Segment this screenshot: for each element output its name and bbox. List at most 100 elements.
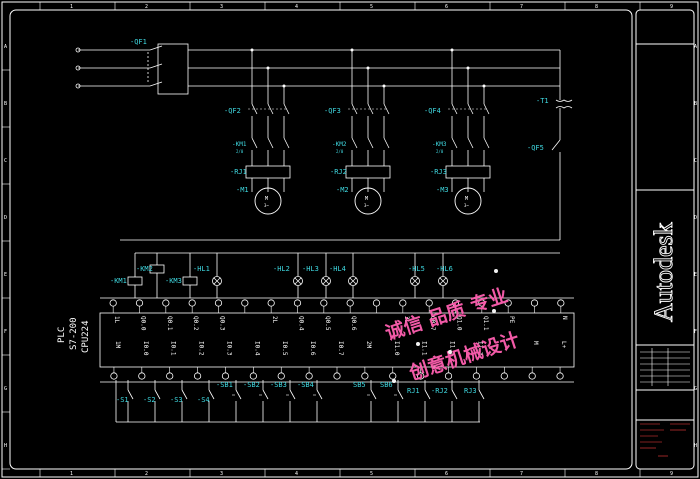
contactor-contact [467,137,474,149]
thermal-relay-label: -RJ3 [430,168,447,176]
junction-dot [450,48,454,52]
wiring [75,43,573,241]
breaker-label: -QF2 [224,107,241,115]
contactor-contact [451,137,458,149]
thermal-relay [345,165,391,179]
lamp-icon [438,276,448,286]
relay-rj2b: -RJ2 [431,387,448,395]
input-contact [424,389,431,400]
thermal-relay [445,165,491,179]
lamp-cross [294,277,302,285]
tick-side-label: D [4,215,7,221]
junction-dot [266,66,270,70]
contactor-contact [251,137,258,149]
input-contact [370,389,377,400]
lamp-icon [410,276,420,286]
contactor-sub-label: 2/0 [236,149,244,154]
tick-side-label: F [4,329,7,335]
lamp-cross [349,277,357,285]
bottom-terminal-label: I0.3 [225,341,232,356]
indicator-lamps [212,253,448,298]
motor-label: -M3 [436,186,449,194]
input-contact [289,389,296,400]
label-t1: -T1 [536,97,549,105]
breaker-contact [467,103,474,115]
lamp-hl4: -HL4 [329,265,346,273]
junction-dot [282,84,286,88]
bottom-terminal-label: 2M [365,341,372,349]
motor-label: -M1 [236,186,249,194]
lamp-hl2: -HL2 [273,265,290,273]
bottom-terminal-label: I1.1 [421,341,428,356]
tick-top-label: 3 [220,4,223,10]
contactor-label: -KM2 [332,141,347,148]
lamp-icon [348,276,358,286]
input-contact [316,389,323,400]
top-terminal-label: Q0.6 [350,316,357,331]
tick-top-label: 9 [670,4,673,10]
thermal-relay [245,165,291,179]
button-sb6: SB6 [380,381,393,389]
tick-top-label: 7 [520,4,523,10]
coil-km3: -KM3 [165,277,182,285]
motor-m-label: M [465,196,468,202]
top-terminal-label: Q0.7 [429,316,436,331]
tick-side-label: A [4,44,7,50]
tick-top-label: 1 [70,4,73,10]
junction-dot [350,48,354,52]
junction-dot [382,84,386,88]
breaker-contact [483,103,490,115]
lamp-cross [213,277,221,285]
contactor-label: -KM1 [232,141,247,148]
tick-side-label-right: H [694,443,697,449]
lamp-hl6: -HL6 [436,265,453,273]
input-contact [127,389,134,400]
lamp-hl5: -HL5 [408,265,425,273]
input-contact [154,389,161,400]
motor-m-label: M [365,196,368,202]
switch-s4: -S4 [197,396,210,404]
label-qf1: -QF1 [130,38,147,46]
tick-bottom-label: 8 [595,471,598,477]
contactor-contact [483,137,490,149]
contactor-contact [267,137,274,149]
contactor-contact [383,137,390,149]
bottom-terminal-label: 1M [114,341,121,349]
input-contact [208,389,215,400]
tick-side-label-right: C [694,158,697,164]
bottom-terminal-label: I0.2 [198,341,205,356]
breaker-contact [267,103,274,115]
bottom-terminal-label: I0.1 [170,341,177,356]
tick-bottom-label: 9 [670,471,673,477]
motor-symbol [454,187,482,215]
top-terminal-label: N [561,316,568,320]
tick-side-label: E [4,272,7,278]
tick-bottom-label: 3 [220,471,223,477]
tick-side-label: B [4,101,7,107]
breaker-contact [283,103,290,115]
sparkle-icon [392,269,498,383]
contactor-label: -KM3 [432,141,447,148]
bottom-terminal-label: I0.7 [337,341,344,356]
lamp-hl3: -HL3 [302,265,319,273]
input-contact [181,389,188,400]
thermal-relay-label: -RJ1 [230,168,247,176]
top-terminal-label: Q0.0 [140,316,147,331]
input-contact [235,389,242,400]
tick-side-label: H [4,443,7,449]
lamp-icon [293,276,303,286]
bottom-terminal-label: I0.5 [281,341,288,356]
motor-symbol [354,187,382,215]
lamp-icon [321,276,331,286]
top-terminal-label: PE [508,316,515,324]
junction-dot [366,66,370,70]
top-terminal-label: Q0.1 [166,316,173,331]
top-terminal-label: Q1.0 [456,316,463,331]
contactor-sub-label: 2/0 [436,149,444,154]
top-terminal-label: Q1.1 [482,316,489,331]
contactor-contact [351,137,358,149]
motor-branches: M3~-QF2-KM12/0-RJ1-M1M3~-QF3-KM22/0-RJ2-… [224,48,491,215]
contactor-sub-label: 2/0 [336,149,344,154]
